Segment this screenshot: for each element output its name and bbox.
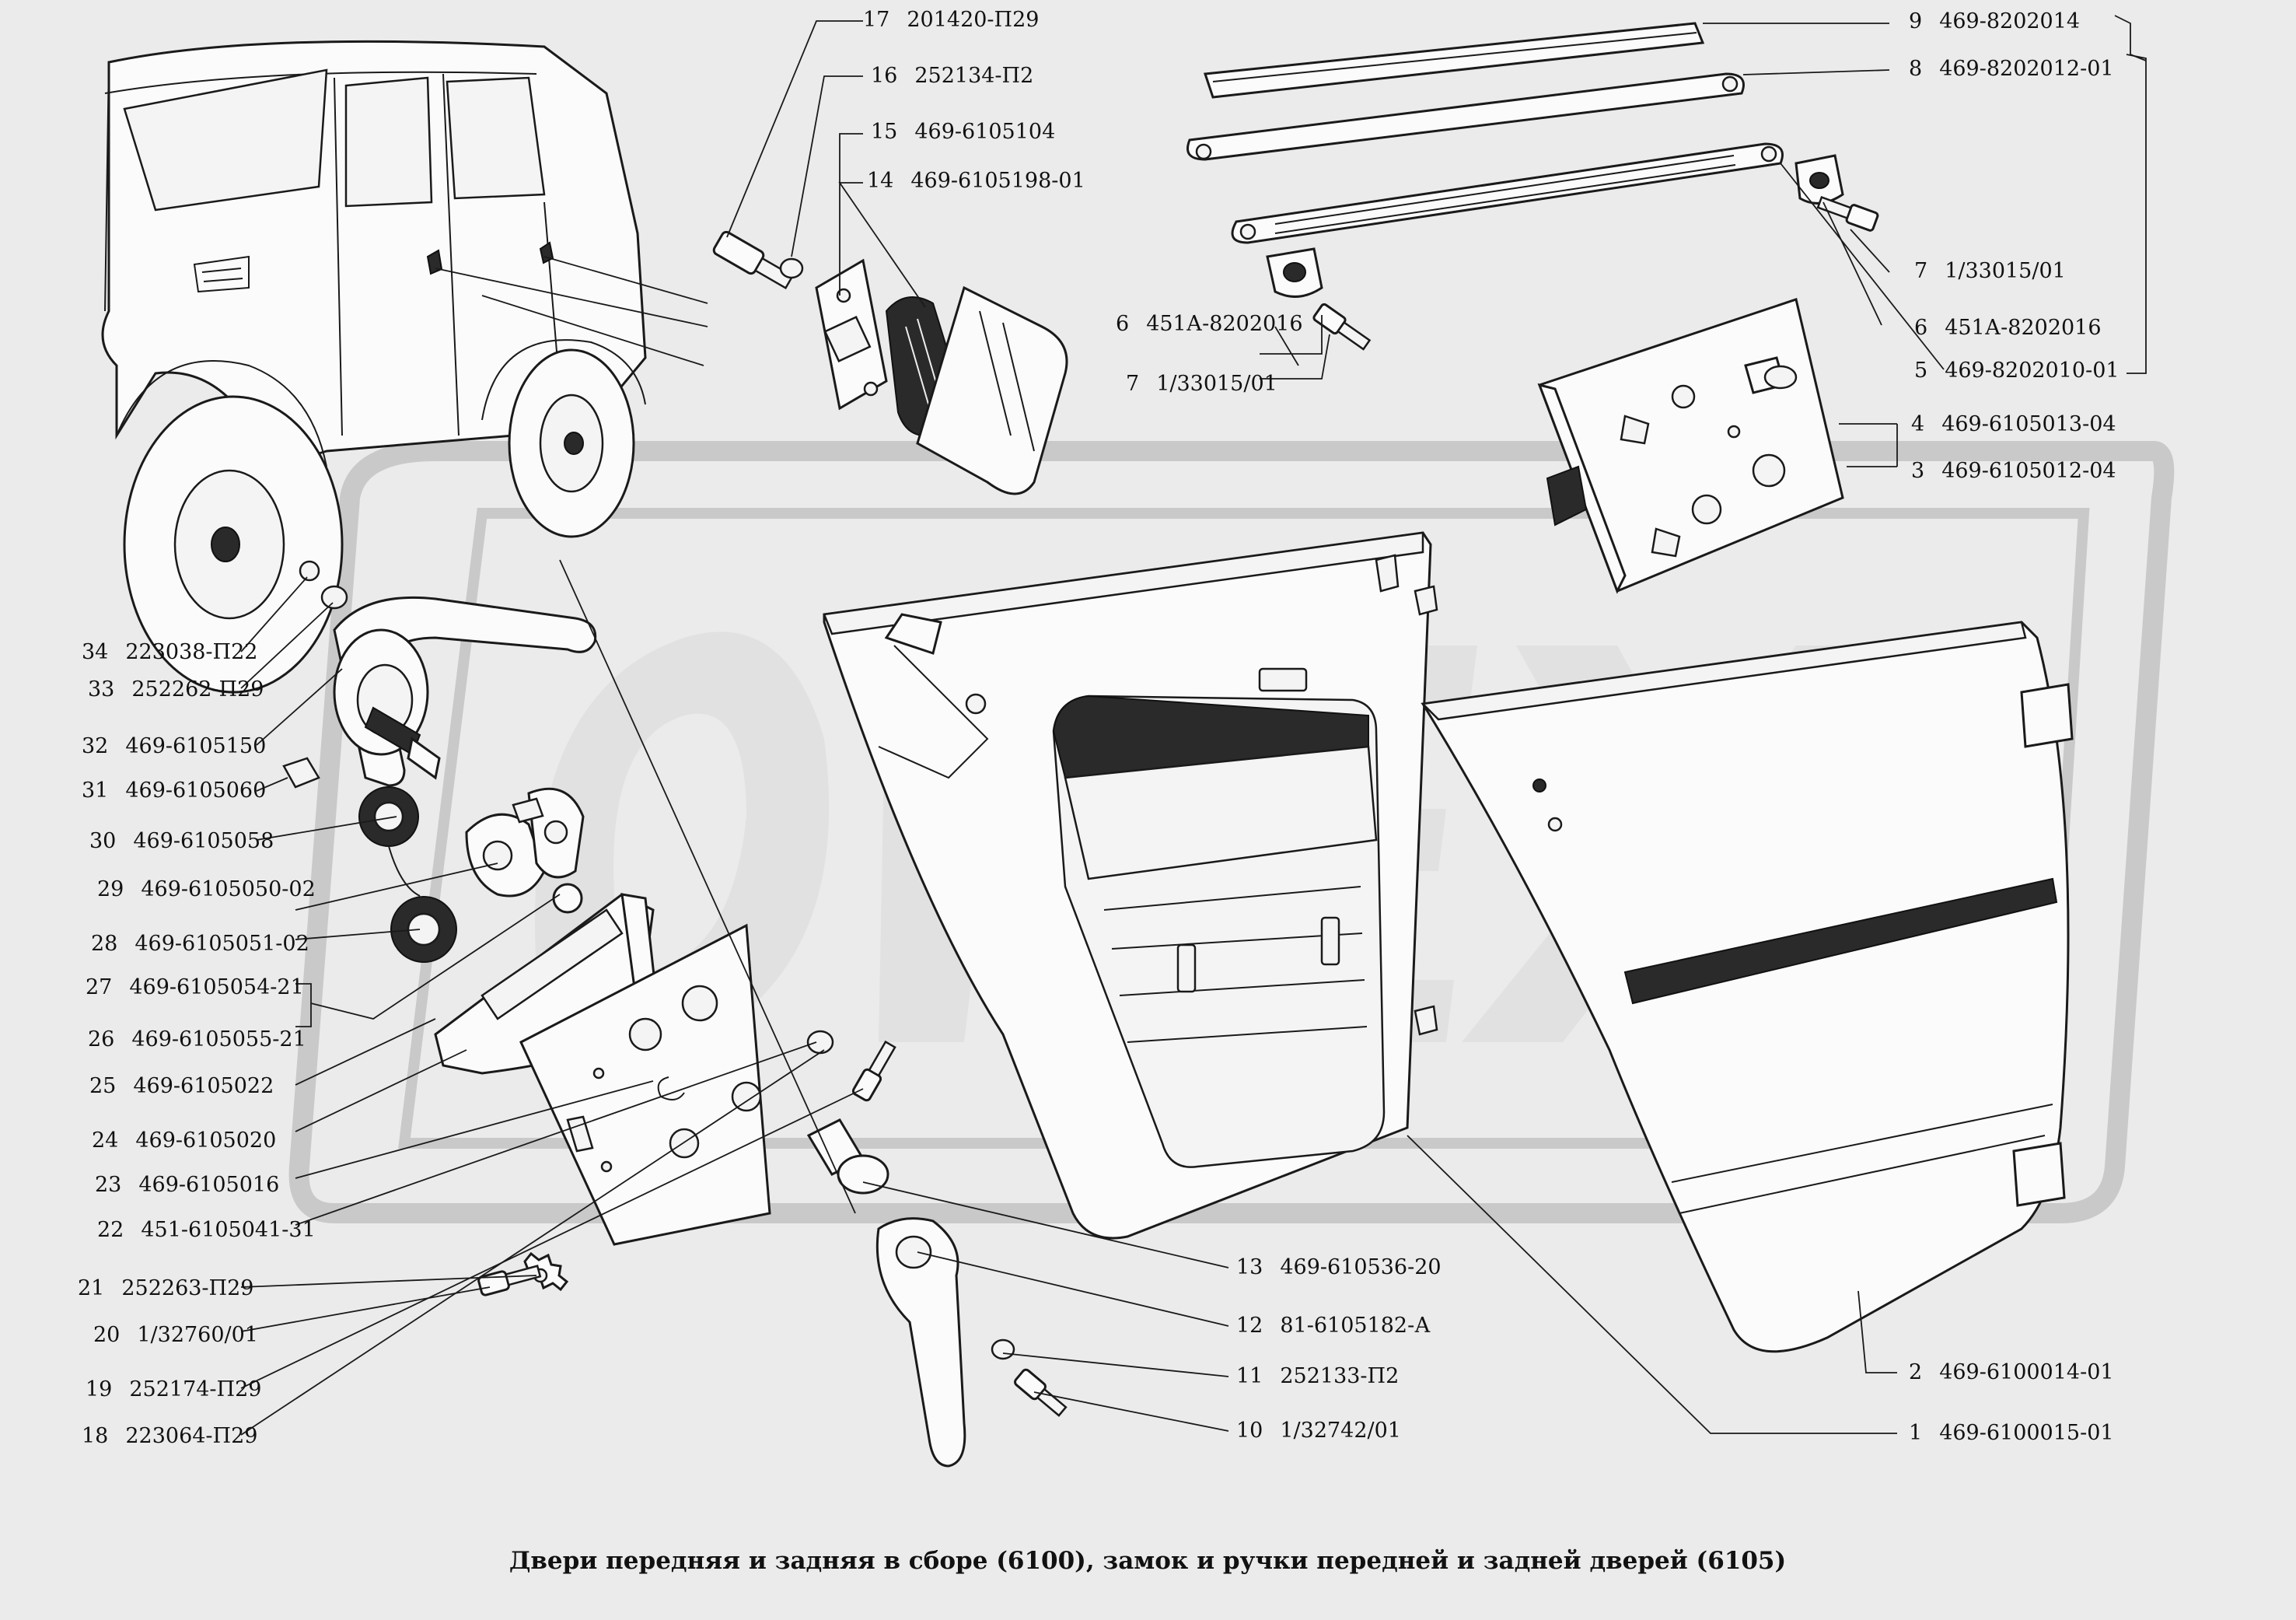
front-door-panel bbox=[823, 531, 1438, 1240]
diagram-caption: Двери передняя и задняя в сборе (6100), … bbox=[509, 1547, 1786, 1575]
outside-handle-assembly bbox=[282, 560, 896, 1296]
vehicle-sketch bbox=[101, 40, 708, 694]
leader-lines bbox=[240, 15, 2147, 1436]
rear-door-panel bbox=[1421, 621, 2074, 1353]
door-striker-parts bbox=[712, 230, 1068, 495]
inside-handle-assembly bbox=[806, 1118, 1068, 1468]
rail-brackets bbox=[1266, 154, 1879, 351]
window-guide-rails bbox=[1186, 22, 1784, 244]
door-lock-plate bbox=[1537, 298, 1844, 594]
